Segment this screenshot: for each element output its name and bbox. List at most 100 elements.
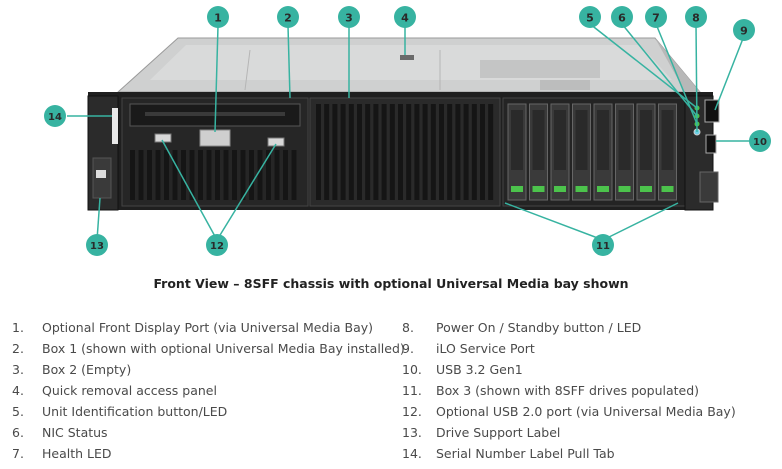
callout-5: 5 — [579, 6, 601, 28]
vent-slot — [181, 150, 186, 200]
drive-bay-led — [511, 186, 523, 192]
vent-slot — [373, 104, 379, 200]
usb-3-port[interactable] — [705, 134, 717, 154]
callout-10-label: 10 — [753, 137, 767, 148]
vent-slot — [447, 104, 453, 200]
vent-slot — [206, 150, 212, 200]
callout-3-label: 3 — [345, 12, 353, 25]
vent-slot — [138, 150, 144, 200]
vent-slot — [480, 104, 485, 200]
vent-slot — [340, 104, 346, 200]
vent-slot — [232, 150, 237, 200]
callout-10: 10 — [749, 130, 771, 152]
vent-slot — [439, 104, 444, 200]
callout-6-label: 6 — [618, 12, 626, 25]
vent-slot — [324, 104, 330, 200]
vent-slot — [463, 104, 469, 200]
callout-6: 6 — [611, 6, 633, 28]
callout-13-label: 13 — [90, 241, 104, 252]
legend-number: 7. — [12, 446, 24, 461]
vent-slot — [389, 104, 395, 200]
legend-number: 2. — [12, 341, 24, 356]
front-display-port[interactable] — [199, 129, 231, 147]
vent-slot — [488, 104, 494, 200]
drive-bay-led — [661, 186, 674, 192]
drive-bay-handle — [532, 110, 545, 170]
usb-2-port-right[interactable] — [267, 137, 285, 147]
hpe-logo-mark — [400, 55, 414, 60]
drive-bay-handle — [640, 110, 652, 170]
vent-slot — [332, 104, 338, 200]
vent-slot — [147, 150, 152, 200]
legend-number: 10. — [402, 362, 422, 377]
vent-slot — [406, 104, 412, 200]
callout-12: 12 — [206, 234, 228, 256]
vent-slot — [266, 150, 271, 200]
legend-number: 6. — [12, 425, 24, 440]
drive-bay-led — [597, 186, 609, 192]
callout-8: 8 — [685, 6, 707, 28]
top-label-area-2 — [540, 80, 590, 90]
legend-text: Optional Front Display Port (via Univers… — [42, 320, 374, 335]
vent-slot — [240, 150, 246, 200]
callout-11-label: 11 — [596, 241, 610, 252]
callout-12-label: 12 — [210, 241, 224, 252]
server-illustration: 1 2 3 4 5 6 7 8 9 10 11 12 13 14 — [44, 6, 771, 256]
drive-bay-handle — [661, 110, 674, 170]
legend-text: iLO Service Port — [436, 341, 535, 356]
drive-bay-led — [618, 186, 631, 192]
legend-text: Serial Number Label Pull Tab — [436, 446, 615, 461]
drive-bay-handle — [597, 110, 609, 170]
drive-bay-handle — [618, 110, 631, 170]
serial-label-pull-tab[interactable] — [112, 108, 118, 144]
drive-bay-handle — [575, 110, 588, 170]
callout-9-label: 9 — [740, 25, 748, 38]
vent-slot — [422, 104, 428, 200]
legend-number: 1. — [12, 320, 24, 335]
vent-slot — [172, 150, 178, 200]
legend-text: USB 3.2 Gen1 — [436, 362, 523, 377]
ilo-service-port[interactable] — [704, 99, 720, 123]
vent-slot — [274, 150, 280, 200]
callout-7: 7 — [645, 6, 667, 28]
vent-slot — [357, 104, 362, 200]
vent-slot — [198, 150, 203, 200]
vent-slot — [164, 150, 169, 200]
callout-11: 11 — [592, 234, 614, 256]
vent-slot — [348, 104, 354, 200]
legend-number: 11. — [402, 383, 422, 398]
legend-text: Quick removal access panel — [42, 383, 217, 398]
drive-bay-handle — [511, 110, 523, 170]
callout-9: 9 — [733, 19, 755, 41]
legend-text: Health LED — [42, 446, 112, 461]
callout-4-label: 4 — [401, 12, 409, 25]
callout-1-label: 1 — [214, 12, 222, 25]
vent-slot — [455, 104, 461, 200]
callout-7-label: 7 — [652, 12, 660, 25]
vent-slot — [291, 150, 297, 200]
vent-slot — [398, 104, 403, 200]
legend-number: 5. — [12, 404, 24, 419]
box-2-vent — [316, 104, 494, 200]
legend-text: Optional USB 2.0 port (via Universal Med… — [436, 404, 736, 419]
callout-4: 4 — [394, 6, 416, 28]
drive-bay-led — [640, 186, 652, 192]
legend-text: Box 2 (Empty) — [42, 362, 132, 377]
callout-1: 1 — [207, 6, 229, 28]
vent-slot — [430, 104, 436, 200]
box-2-empty — [309, 97, 501, 207]
vent-slot — [215, 150, 220, 200]
drive-bay-handle — [554, 110, 566, 170]
callout-13: 13 — [86, 234, 108, 256]
callout-14: 14 — [44, 105, 66, 127]
vent-slot — [316, 104, 321, 200]
legend-number: 9. — [402, 341, 414, 356]
legend-number: 4. — [12, 383, 24, 398]
drive-bay-led — [532, 186, 545, 192]
vent-slot — [130, 150, 135, 200]
legend-number: 13. — [402, 425, 422, 440]
callout-2: 2 — [277, 6, 299, 28]
right-ear-label — [699, 171, 719, 203]
legend-text: Unit Identification button/LED — [42, 404, 228, 419]
